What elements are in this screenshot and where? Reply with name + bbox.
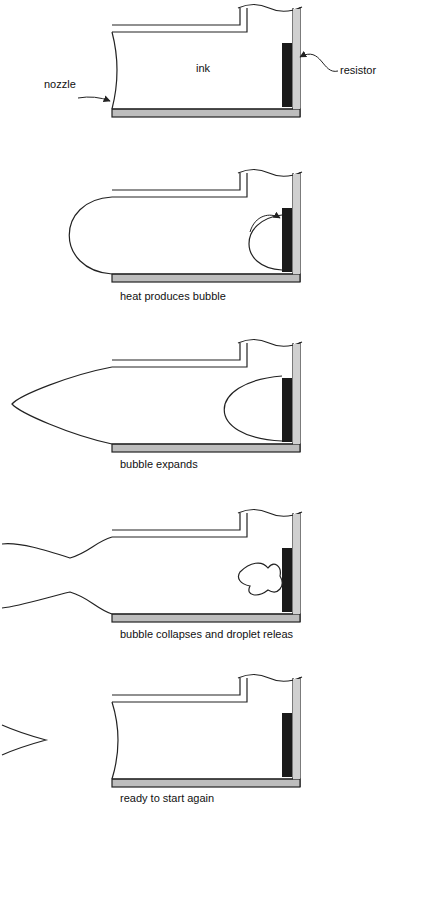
- panel-ready: [2, 675, 302, 788]
- panel-expand: [12, 340, 302, 453]
- step-caption: bubble collapses and droplet releas: [120, 628, 293, 641]
- panel-collapse: [2, 510, 302, 623]
- part-label: nozzle: [44, 78, 76, 91]
- step-caption: ready to start again: [120, 792, 214, 805]
- part-label: resistor: [340, 64, 376, 77]
- panel-idle: [78, 5, 338, 118]
- step-caption: heat produces bubble: [120, 290, 226, 303]
- part-label: ink: [196, 62, 210, 75]
- step-caption: bubble expands: [120, 458, 198, 471]
- panel-heat: [69, 170, 302, 283]
